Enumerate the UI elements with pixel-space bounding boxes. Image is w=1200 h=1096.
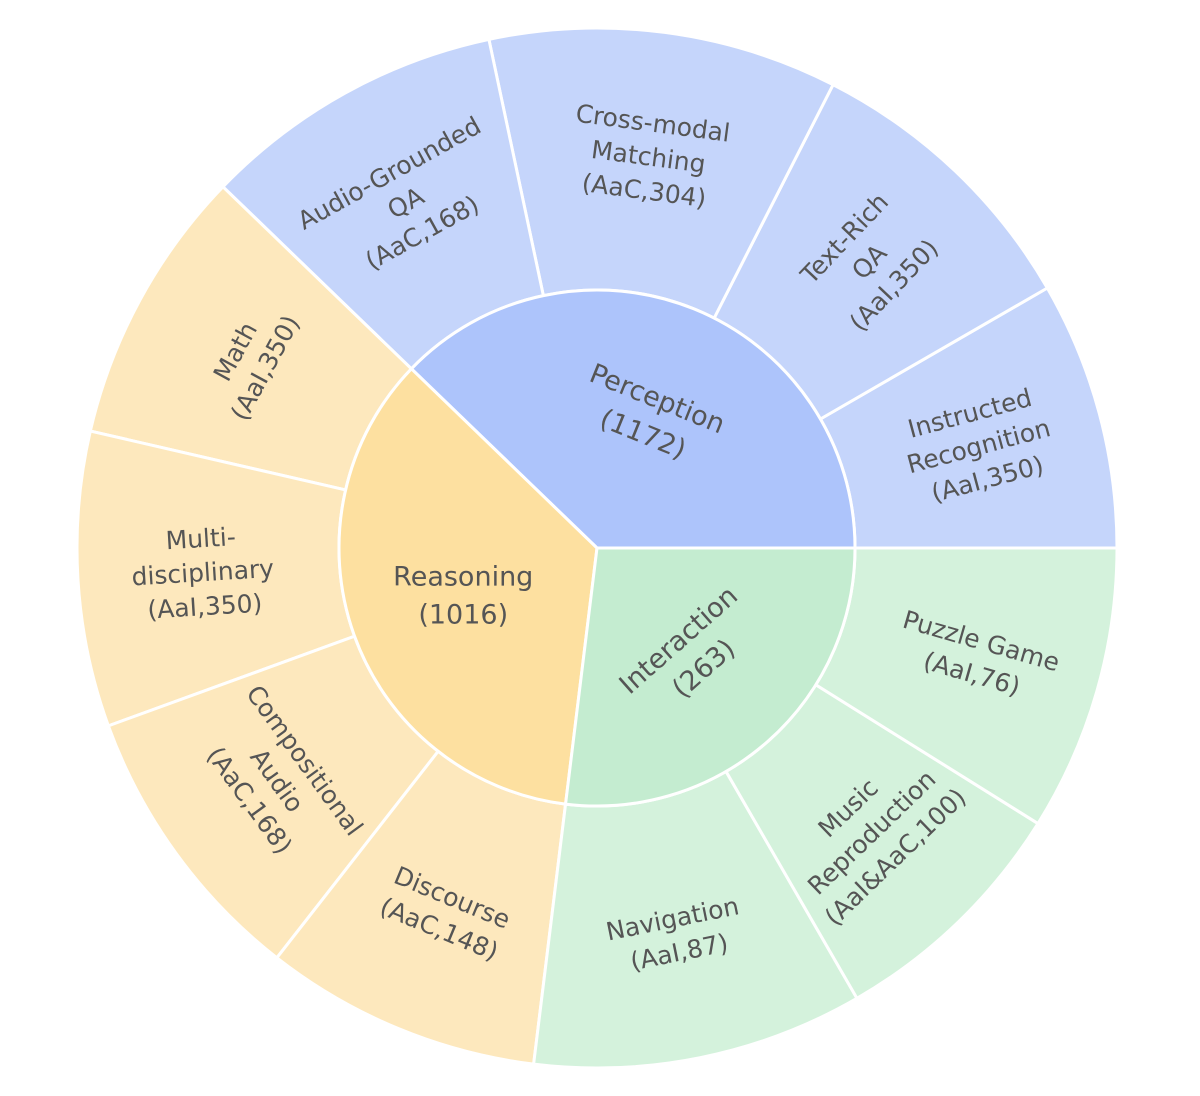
label-multi-disciplinary: Multi-disciplinary(AaI,350) <box>129 519 277 625</box>
label-reasoning: Reasoning(1016) <box>393 561 533 630</box>
segment-reasoning <box>337 366 599 806</box>
segment-perception <box>409 288 857 550</box>
segment-interaction <box>563 546 857 808</box>
